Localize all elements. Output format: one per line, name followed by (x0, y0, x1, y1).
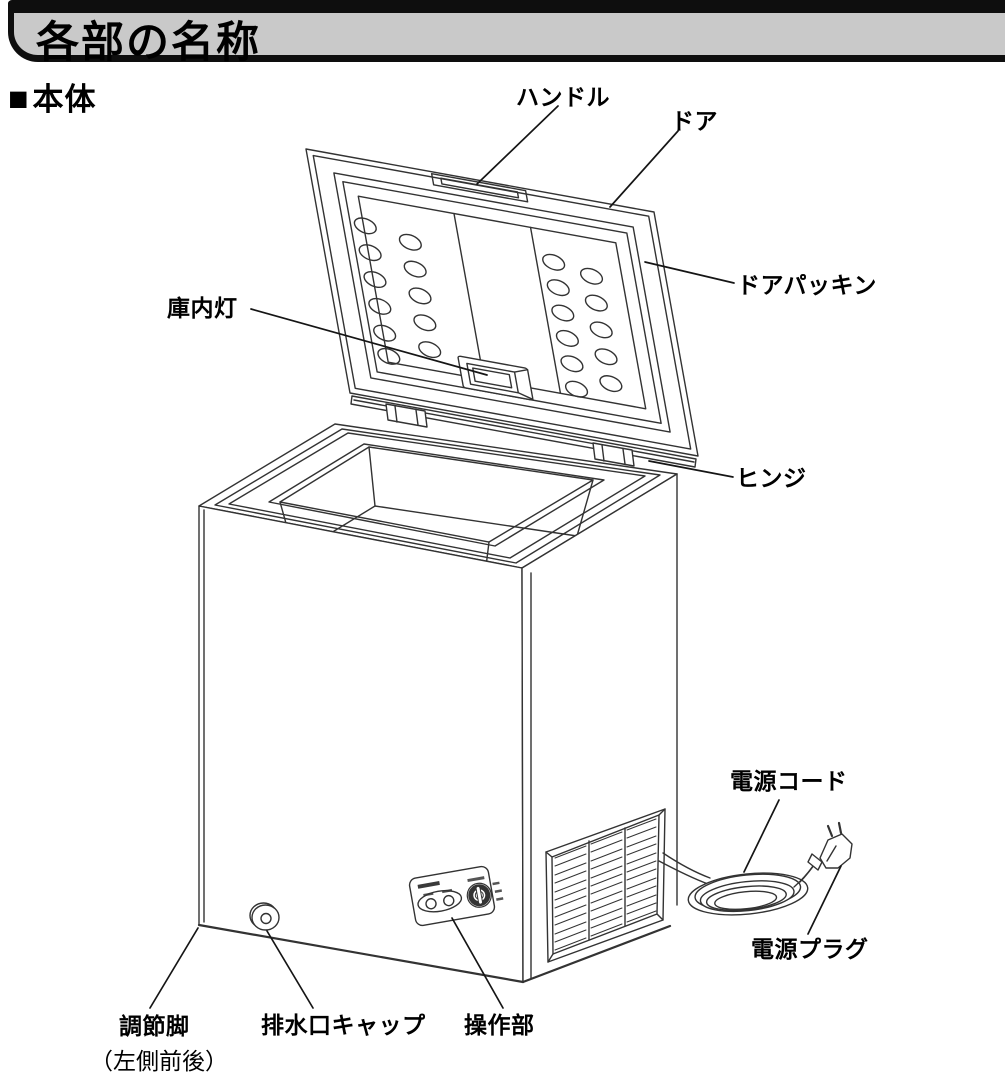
header-banner: 各部の名称 (8, 0, 1005, 67)
leader-control-panel (451, 917, 504, 1009)
leader-door-gasket (644, 261, 735, 284)
page-title: 各部の名称 (36, 19, 261, 67)
leader-adjustable-feet (149, 927, 199, 1009)
indicator-lamps (417, 888, 463, 913)
body-base-edges (197, 923, 672, 984)
plug-prongs (826, 821, 843, 838)
vent-grille (545, 808, 666, 963)
label-adjustable-feet-note: （左側前後） (90, 1048, 228, 1074)
leader-hinge (648, 460, 734, 478)
label-door-gasket: ドアパッキン (737, 272, 877, 298)
label-power-plug: 電源プラグ (751, 936, 869, 962)
label-door: ドア (671, 108, 718, 134)
leader-lines (149, 105, 842, 1009)
section-heading: ■ 本体 (8, 82, 97, 116)
leader-interior-light (250, 308, 488, 376)
section-title: 本体 (32, 81, 97, 117)
control-panel-unit (408, 865, 504, 927)
interior-light-unit (458, 356, 533, 400)
leader-power-plug (807, 865, 842, 935)
hinge-left (385, 403, 428, 428)
leader-handle (476, 105, 559, 185)
door-dimples (353, 216, 625, 406)
power-plug-unit (807, 821, 853, 871)
label-adjustable-feet: 調節脚 (119, 1013, 190, 1039)
label-hinge: ヒンジ (736, 465, 807, 491)
power-cord-coil (658, 852, 818, 916)
label-power-cord: 電源コード (730, 768, 848, 794)
hinge-right (592, 442, 635, 467)
leader-power-cord (743, 799, 780, 873)
label-drain-cap: 排水口キャップ (261, 1012, 426, 1038)
drain-cap (249, 902, 280, 931)
section-square-marker: ■ (8, 80, 29, 118)
label-interior-light: 庫内灯 (167, 295, 238, 321)
label-control-panel: 操作部 (464, 1012, 535, 1038)
label-handle: ハンドル (516, 84, 610, 110)
door-center-strip (454, 214, 560, 394)
temperature-dial (466, 876, 504, 908)
brand-mark (417, 880, 440, 889)
freezer-lid-door (306, 149, 698, 456)
leader-door (609, 130, 679, 208)
leader-drain-cap (266, 930, 314, 1009)
